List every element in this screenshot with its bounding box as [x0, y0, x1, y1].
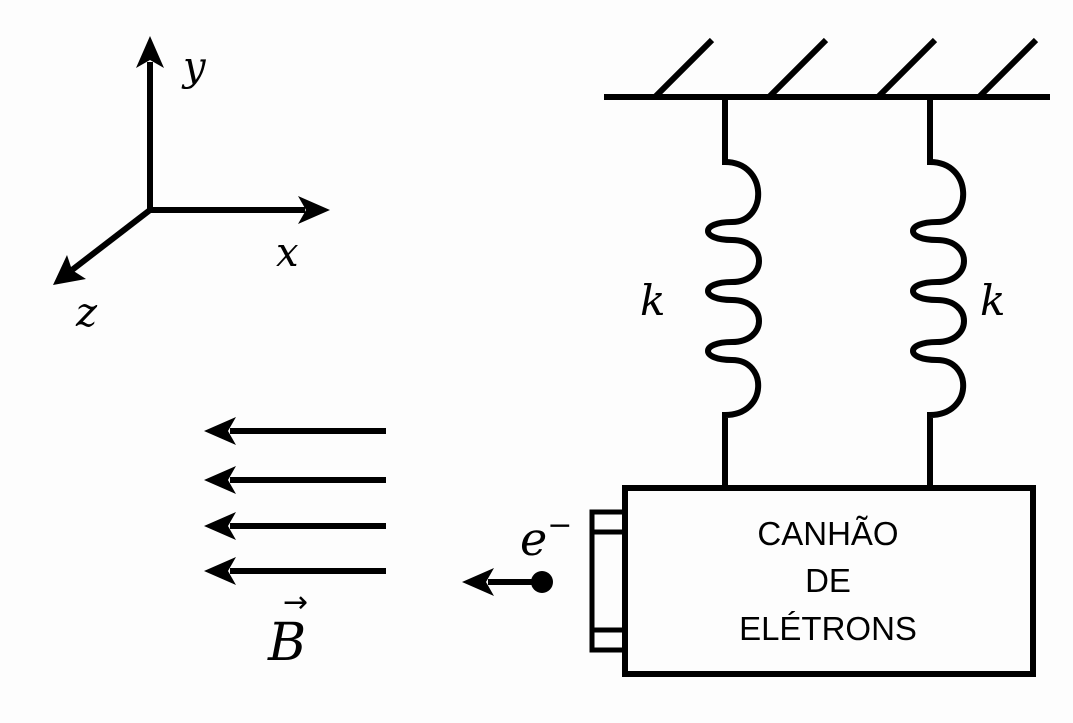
ceiling-hatch	[766, 37, 829, 100]
ceiling-hatch	[875, 37, 938, 100]
z-axis	[70, 207, 152, 273]
field-arrowhead	[204, 512, 236, 540]
y-axis-label: y	[181, 44, 207, 90]
field-vector-mark: →	[283, 585, 308, 620]
ceiling-support	[604, 37, 1050, 100]
left-spring-coil	[705, 97, 762, 488]
x-axis-arrowhead	[298, 196, 330, 224]
ceiling-hatch	[976, 37, 1039, 100]
field-arrowhead	[204, 417, 236, 445]
field-arrowhead	[204, 466, 236, 494]
left-spring: k	[640, 97, 762, 488]
electron-label: e−	[520, 508, 572, 566]
ceiling-hatch	[652, 37, 715, 100]
electron-gun-label-line2: DE	[805, 562, 851, 599]
left-spring-constant-label: k	[640, 276, 665, 325]
electron-gun-label-line3: ELÉTRONS	[739, 610, 917, 647]
magnetic-field: → B	[204, 417, 386, 673]
z-axis-arrowhead	[53, 255, 86, 285]
electron-gun-nozzle	[589, 509, 628, 653]
coordinate-axes: y x z	[53, 36, 330, 336]
electron-gun: CANHÃO DE ELÉTRONS	[589, 485, 1036, 677]
electron-charge-superscript: −	[547, 508, 572, 543]
x-axis-label: x	[276, 230, 299, 276]
right-spring: k	[910, 97, 1005, 488]
field-label: B	[267, 613, 306, 673]
z-axis-label: z	[75, 290, 98, 336]
right-spring-constant-label: k	[980, 276, 1005, 325]
electron-velocity-arrowhead	[462, 568, 494, 596]
electron: e−	[462, 508, 572, 596]
right-spring-coil	[910, 97, 967, 488]
electron-gun-label-line1: CANHÃO	[757, 515, 898, 552]
y-axis-arrowhead	[136, 36, 164, 68]
electron-symbol: e	[520, 512, 547, 566]
field-arrowhead	[204, 557, 236, 585]
